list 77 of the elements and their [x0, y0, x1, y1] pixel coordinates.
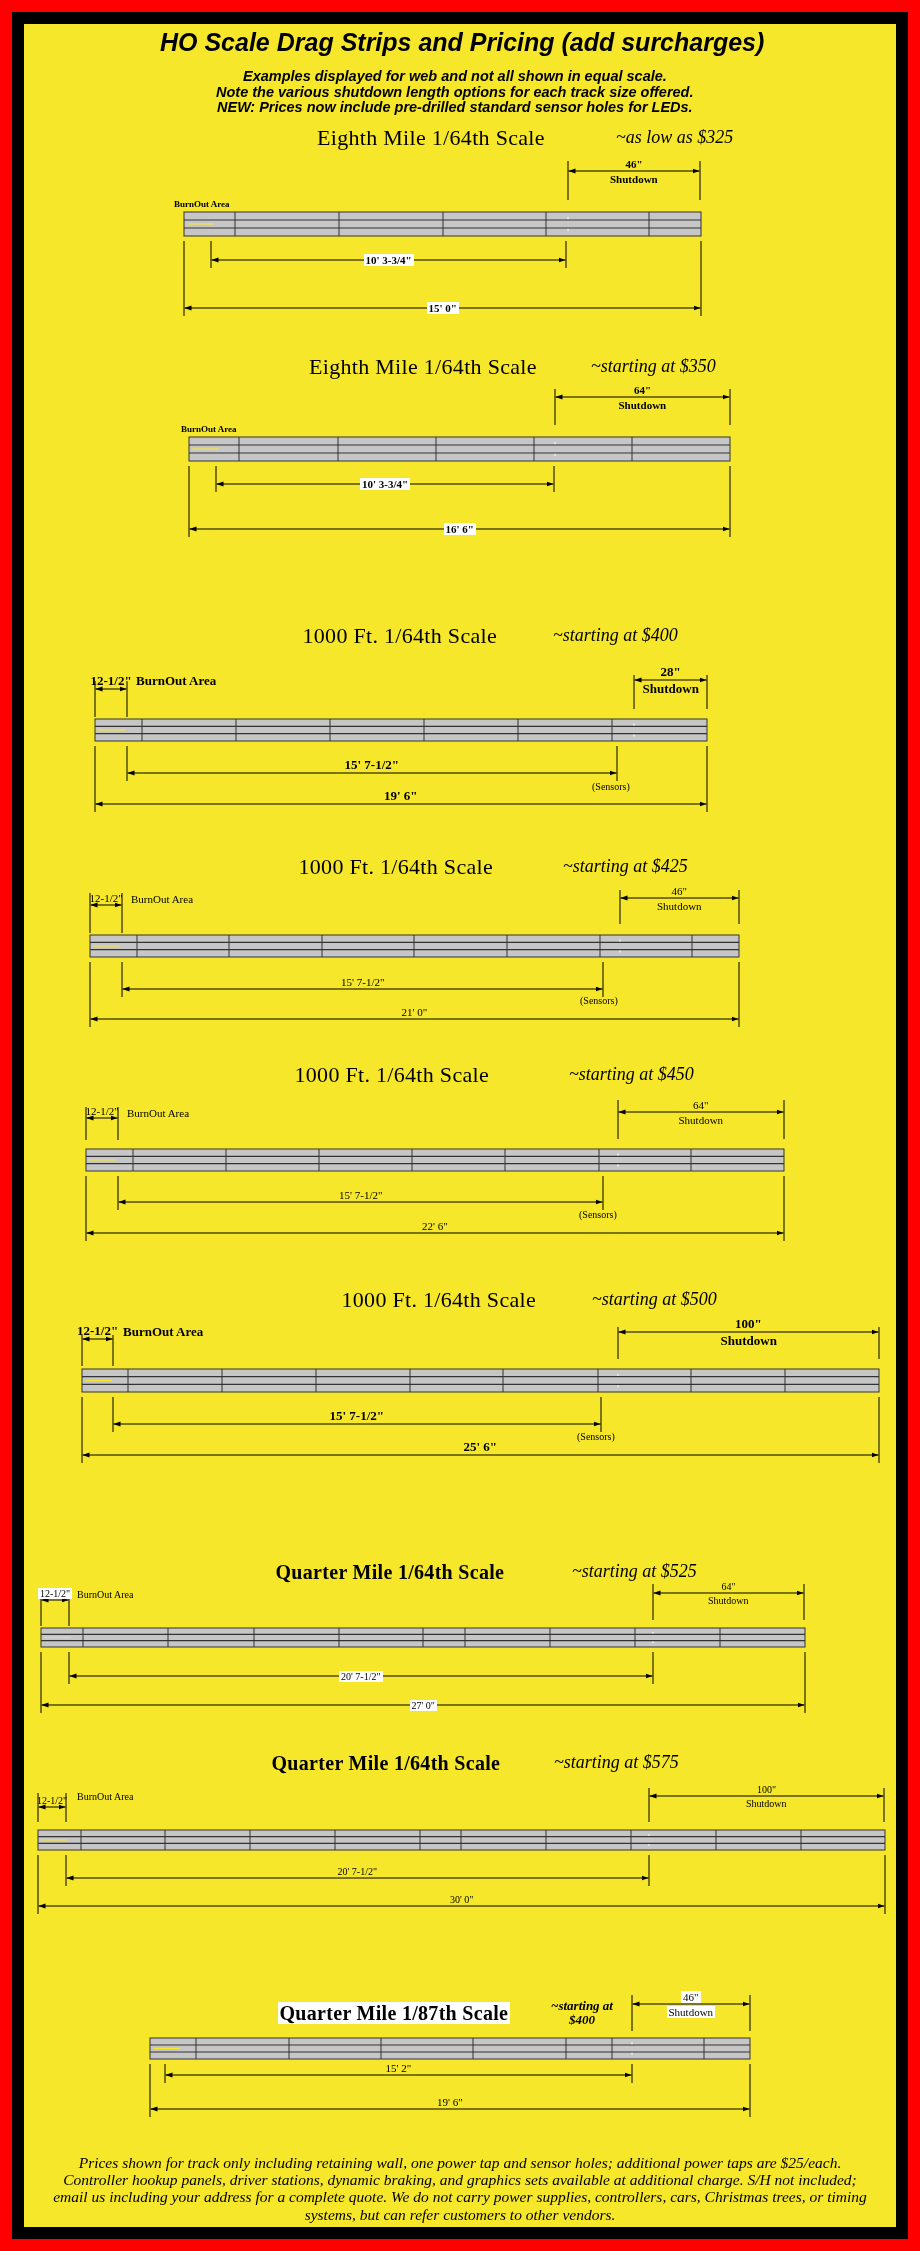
sensor-note: (Sensors) — [580, 994, 618, 1006]
shutdown-label: Shutdown — [618, 399, 667, 412]
area-label: BurnOut Area — [77, 1588, 134, 1600]
price-note: ~as low as $325 — [616, 128, 734, 148]
section-heading: Quarter Mile 1/64th Scale — [271, 1752, 501, 1774]
subtitle-note: NEW: Prices now include pre-drilled standard sensor holes for LEDs. — [217, 100, 693, 116]
dimension-label: 15' 7-1/2" — [341, 976, 385, 989]
section-heading: 1000 Ft. 1/64th Scale — [298, 855, 493, 880]
footnote-text: Prices shown for track only including retaining wall, one power tap and sensor holes; additional power taps are $25/each. Controller hookup panels, driver stations, dynamic braking, and graphics sets available at additional charge. S/H not included; email us including your address for a complete quote. We do not carry power supplies, controllers, cars, Christmas trees, or timing systems, but can refer customers to other vendors. — [52, 2153, 868, 2223]
dimension-label: 46" — [625, 158, 643, 171]
dimension-label: 15' 2" — [385, 2062, 412, 2075]
dimension-label: 12-1/2" — [90, 674, 132, 689]
shutdown-label: Shutdown — [657, 900, 702, 913]
dimension-label: 46" — [671, 885, 687, 898]
dimension-label: 15' 7-1/2" — [344, 758, 400, 773]
dimension-label: 22' 6" — [422, 1220, 448, 1233]
dimension-label: 64" — [634, 384, 652, 397]
dimension-label: 28" — [660, 665, 681, 680]
section-heading: Quarter Mile 1/87th Scale — [277, 2002, 511, 2024]
dimension-label: 15' 7-1/2" — [339, 1189, 383, 1202]
price-note: ~starting at $500 — [592, 1290, 717, 1310]
shutdown-label: Shutdown — [746, 1798, 787, 1809]
price-note: ~starting at $425 — [563, 857, 688, 877]
dimension-label: 10' 3-3/4" — [363, 254, 414, 267]
dimension-label: 20' 7-1/2" — [337, 1866, 377, 1877]
dimension-label: 15' 0" — [426, 302, 459, 315]
dimension-label: 25' 6" — [463, 1440, 498, 1455]
area-label: BurnOut Area — [174, 200, 230, 210]
section-heading: Quarter Mile 1/64th Scale — [275, 1561, 505, 1583]
dimension-label: 19' 6" — [437, 2096, 463, 2109]
dimension-label: 30' 0" — [450, 1894, 474, 1905]
dimension-label: 12-1/2" — [37, 1795, 68, 1806]
dimension-label: 16' 6" — [443, 523, 476, 536]
section-heading: 1000 Ft. 1/64th Scale — [341, 1288, 536, 1313]
area-label: BurnOut Area — [181, 425, 237, 435]
section-heading: Eighth Mile 1/64th Scale — [309, 355, 537, 380]
subtitle-note: Examples displayed for web and not all shown in equal scale. — [243, 69, 667, 85]
dimension-label: 64" — [721, 1581, 736, 1592]
shutdown-label: Shutdown — [610, 173, 658, 186]
area-label: BurnOut Area — [77, 1790, 134, 1802]
price-note: ~starting at $525 — [572, 1562, 697, 1582]
sensor-note: (Sensors) — [577, 1430, 615, 1442]
sensor-note: (Sensors) — [592, 780, 630, 792]
shutdown-label: Shutdown — [678, 1114, 724, 1127]
dimension-label: 100" — [757, 1784, 777, 1795]
dimension-label: 12-1/2" — [38, 1588, 73, 1599]
dimension-label: 15' 7-1/2" — [329, 1409, 385, 1424]
shutdown-label: Shutdown — [720, 1334, 777, 1349]
price-note: ~starting at $400 — [550, 1998, 614, 2028]
dimension-label: 12-1/2" — [89, 892, 123, 905]
section-heading: 1000 Ft. 1/64th Scale — [294, 1063, 489, 1088]
sensor-note: (Sensors) — [579, 1208, 617, 1220]
dimension-label: 21' 0" — [401, 1006, 428, 1019]
dimension-label: 46" — [681, 1991, 701, 2004]
price-note: ~starting at $400 — [553, 626, 678, 646]
dimension-label: 12-1/2" — [77, 1324, 119, 1339]
subtitle-note: Note the various shutdown length options for each track size offered. — [216, 84, 694, 101]
dimension-label: 100" — [735, 1317, 762, 1332]
section-heading: 1000 Ft. 1/64th Scale — [302, 624, 497, 649]
dimension-label: 20' 7-1/2" — [339, 1670, 383, 1682]
area-label: BurnOut Area — [123, 1325, 204, 1340]
dimension-label: 27' 0" — [409, 1699, 437, 1711]
shutdown-label: Shutdown — [642, 682, 699, 697]
dimension-label: 19' 6" — [384, 789, 418, 804]
price-note: ~starting at $575 — [554, 1753, 679, 1773]
dimension-label: 64" — [693, 1099, 709, 1112]
price-note: ~starting at $350 — [591, 357, 716, 377]
area-label: BurnOut Area — [131, 893, 193, 906]
page-title: HO Scale Drag Strips and Pricing (add surcharges) — [160, 29, 765, 57]
shutdown-label: Shutdown — [666, 2006, 716, 2019]
section-heading: Eighth Mile 1/64th Scale — [317, 126, 545, 151]
shutdown-label: Shutdown — [708, 1595, 749, 1606]
area-label: BurnOut Area — [136, 674, 217, 689]
area-label: BurnOut Area — [127, 1107, 189, 1120]
dimension-label: 12-1/2" — [85, 1105, 119, 1118]
dimension-label: 10' 3-3/4" — [360, 478, 411, 491]
price-note: ~starting at $450 — [569, 1065, 694, 1085]
